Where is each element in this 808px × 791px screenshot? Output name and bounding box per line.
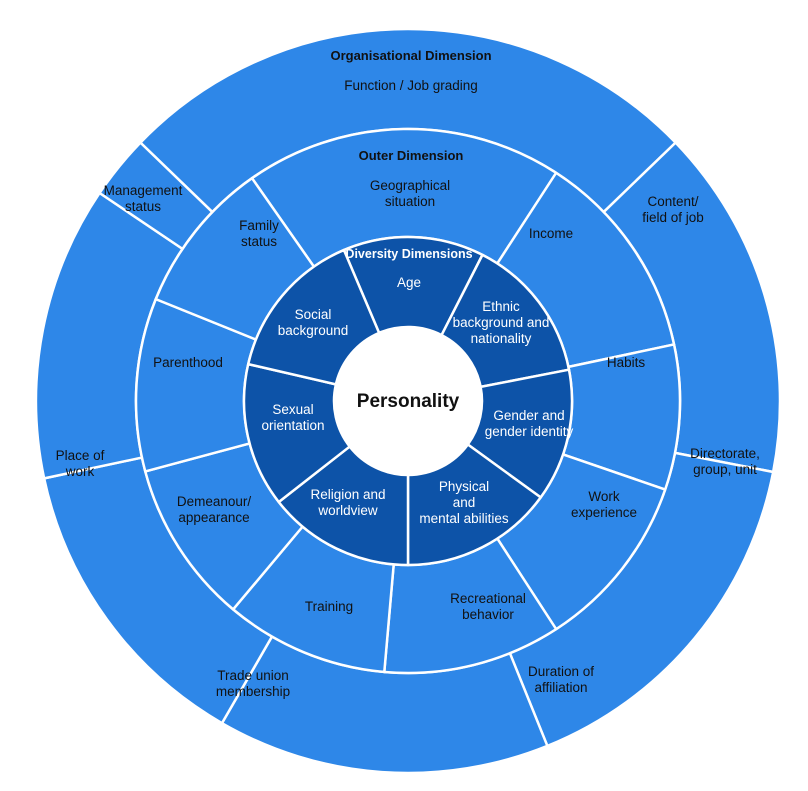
inner-ring-diversity-dimensions: [242, 235, 574, 567]
inner-ring-label: Age: [397, 275, 421, 290]
middle-ring-label: Parenthood: [153, 355, 223, 370]
outer-ring-label: Directorate,group, unit: [690, 446, 760, 477]
center-circle: [334, 327, 482, 475]
middle-ring-label: Income: [529, 226, 573, 241]
outer-ring-label: Content/field of job: [642, 194, 704, 225]
outer-ring-title: Organisational Dimension: [330, 48, 491, 63]
middle-ring-label: Demeanour/appearance: [177, 494, 252, 525]
center-label: Personality: [357, 391, 460, 412]
middle-ring-title: Outer Dimension: [359, 148, 464, 163]
outer-ring-label: Function / Job grading: [344, 78, 478, 93]
outer-ring-organisational-dimension: [34, 27, 782, 775]
middle-ring-outer-dimension: [134, 127, 682, 675]
middle-ring-label: Habits: [607, 355, 646, 370]
inner-ring-title: Diversity Dimensions: [345, 247, 472, 261]
middle-ring-label: Training: [305, 599, 353, 614]
